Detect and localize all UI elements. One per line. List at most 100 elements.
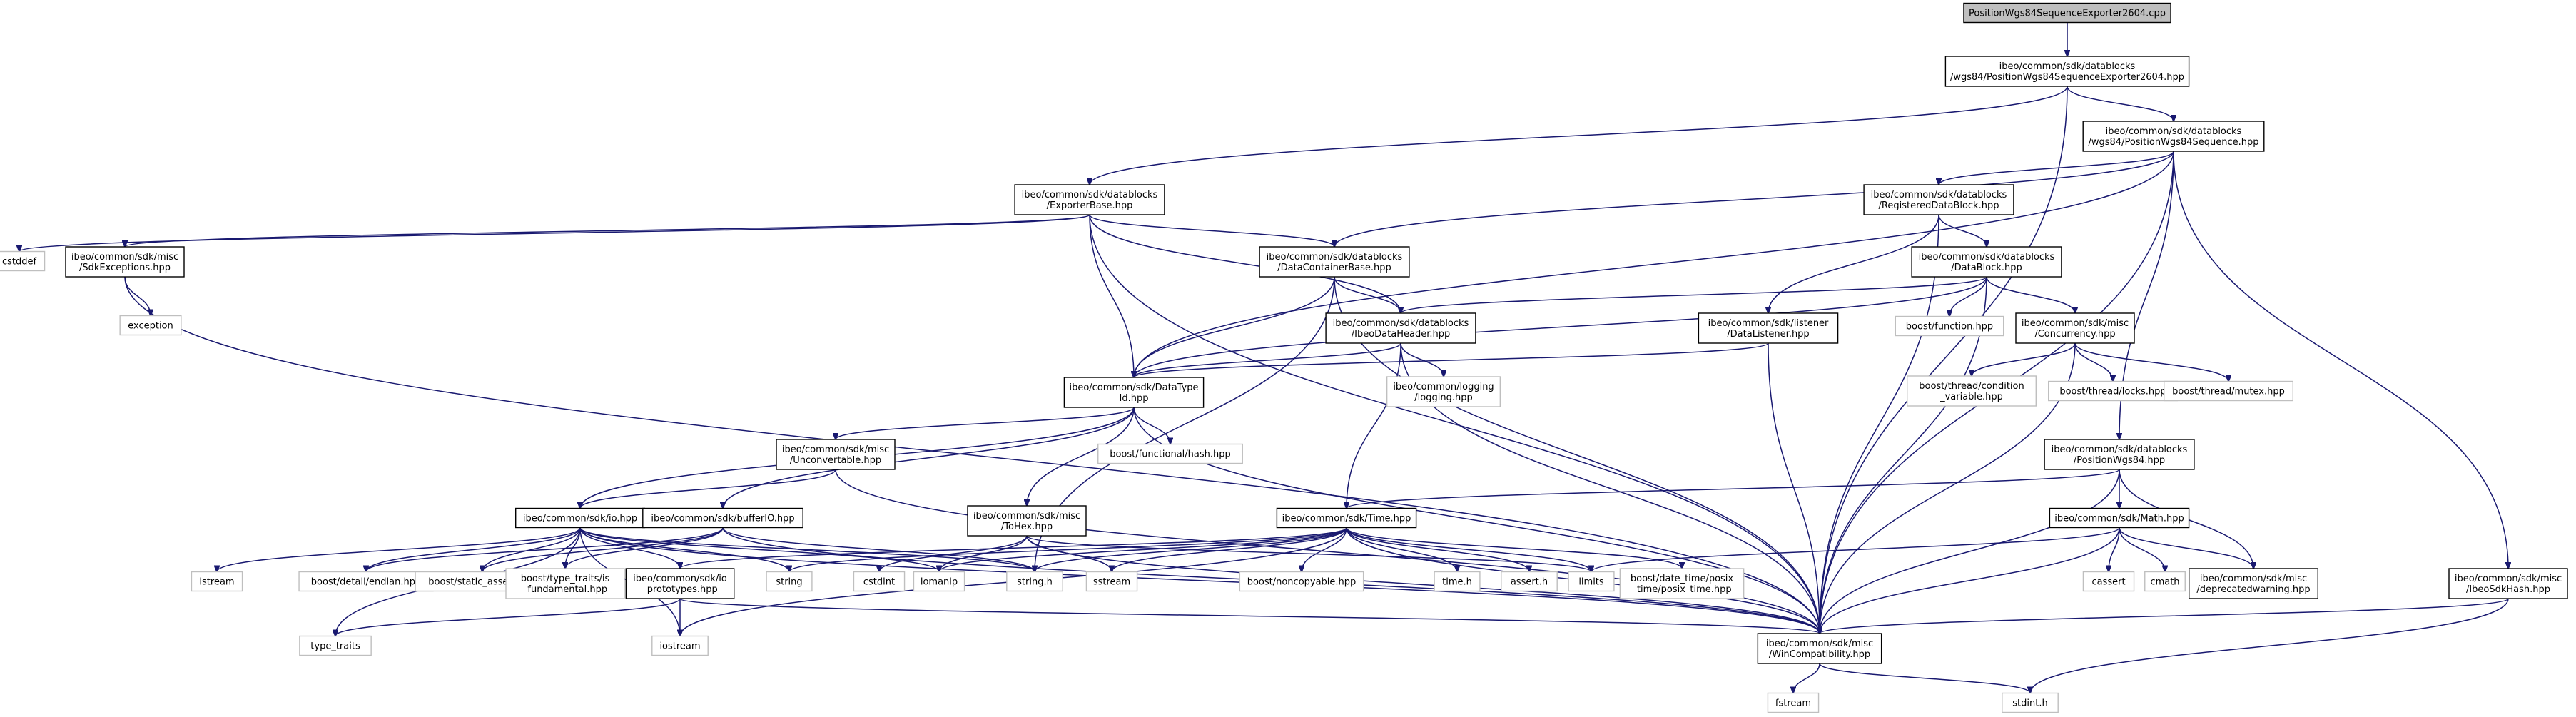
node-bmutex[interactable]: boost/thread/mutex.hpp xyxy=(2163,380,2293,402)
node-cassert[interactable]: cassert xyxy=(2082,571,2135,592)
node-bcondvar[interactable]: boost/thread/condition_variable.hpp xyxy=(1906,375,2037,407)
node-istream[interactable]: istream xyxy=(191,571,243,592)
node-root[interactable]: PositionWgs84SequenceExporter2604.cpp xyxy=(1963,2,2171,24)
node-label: ibeo/common/sdk/Time.hpp xyxy=(1282,514,1411,524)
node-time[interactable]: ibeo/common/sdk/Time.hpp xyxy=(1276,507,1417,529)
node-box xyxy=(776,439,896,470)
edge-seq-to-dcb xyxy=(1334,151,2174,247)
node-bdatetime[interactable]: boost/date_time/posix_time/posix_time.hp… xyxy=(1619,568,1745,599)
node-label: /Unconvertable.hpp xyxy=(790,455,881,466)
edge-time-to-stringh xyxy=(1035,527,1347,572)
node-exporterbase[interactable]: ibeo/common/sdk/datablocks/ExporterBase.… xyxy=(1014,184,1165,215)
node-label: boost/thread/locks.hpp xyxy=(2059,387,2166,397)
node-seq[interactable]: ibeo/common/sdk/datablocks/wgs84/Positio… xyxy=(2082,121,2265,152)
node-box xyxy=(1906,375,2037,407)
node-label: ibeo/common/sdk/misc xyxy=(1766,639,1873,649)
node-unconv[interactable]: ibeo/common/sdk/misc/Unconvertable.hpp xyxy=(776,439,896,470)
node-poswgs84[interactable]: ibeo/common/sdk/datablocks/PositionWgs84… xyxy=(2044,439,2195,470)
node-label: Id.hpp xyxy=(1120,393,1149,404)
node-datablock[interactable]: ibeo/common/sdk/datablocks/DataBlock.hpp xyxy=(1911,246,2062,278)
node-btraits[interactable]: boost/type_traits/is_fundamental.hpp xyxy=(505,568,625,599)
edge-bufferio-to-stringh xyxy=(722,527,1035,572)
node-deprecated[interactable]: ibeo/common/sdk/misc/deprecatedwarning.h… xyxy=(2188,568,2318,599)
node-tohex[interactable]: ibeo/common/sdk/misc/ToHex.hpp xyxy=(967,505,1087,537)
node-sdkexc[interactable]: ibeo/common/sdk/misc/SdkExceptions.hpp xyxy=(65,246,185,278)
node-label: ibeo/common/sdk/datablocks xyxy=(1919,252,2055,263)
node-bfhash[interactable]: boost/functional/hash.hpp xyxy=(1097,443,1243,464)
node-exception[interactable]: exception xyxy=(119,315,182,336)
edge-poswgs84-to-time xyxy=(1347,469,2120,509)
node-label: ibeo/common/sdk/misc xyxy=(782,444,889,455)
edge-datatypeid-to-bfhash xyxy=(1133,407,1170,444)
node-cstdint[interactable]: cstdint xyxy=(853,571,906,592)
node-blocks[interactable]: boost/thread/locks.hpp xyxy=(2047,380,2178,402)
edge-wincompat-to-stdinth xyxy=(1819,663,2030,693)
node-limits[interactable]: limits xyxy=(1568,571,1615,592)
node-label: /PositionWgs84.hpp xyxy=(2074,455,2165,466)
node-math[interactable]: ibeo/common/sdk/Math.hpp xyxy=(2049,507,2190,529)
node-box xyxy=(1325,312,1476,344)
node-timeh[interactable]: time.h xyxy=(1434,571,1481,592)
edge-sdkhash-to-wincompat xyxy=(1820,598,2509,634)
node-string[interactable]: string xyxy=(766,571,813,592)
node-fstream[interactable]: fstream xyxy=(1767,692,1820,713)
node-regdb[interactable]: ibeo/common/sdk/datablocks/RegisteredDat… xyxy=(1863,184,2014,215)
node-typetraits[interactable]: type_traits xyxy=(299,635,372,656)
node-box xyxy=(2163,380,2293,402)
node-iostream[interactable]: iostream xyxy=(651,635,709,656)
node-cstddef[interactable]: cstddef xyxy=(0,250,46,272)
edge-datablock-to-datatypeid xyxy=(1134,276,1987,377)
node-label: ibeo/common/sdk/datablocks xyxy=(1999,61,2136,72)
node-exporter2604[interactable]: ibeo/common/sdk/datablocks/wgs84/Positio… xyxy=(1944,56,2190,87)
node-sstream[interactable]: sstream xyxy=(1085,571,1138,592)
node-iomanip[interactable]: iomanip xyxy=(913,571,965,592)
edge-tohex-to-iomanip xyxy=(939,535,1028,572)
node-label: /Concurrency.hpp xyxy=(2034,329,2115,340)
edge-regdb-to-wincompat xyxy=(1820,214,1939,634)
node-sdkhash[interactable]: ibeo/common/sdk/misc/IbeoSdkHash.hpp xyxy=(2448,568,2568,599)
node-bnoncopy[interactable]: boost/noncopyable.hpp xyxy=(1239,571,1364,592)
node-label: /wgs84/PositionWgs84Sequence.hpp xyxy=(2089,137,2259,148)
node-concurrency[interactable]: ibeo/common/sdk/misc/Concurrency.hpp xyxy=(2015,312,2135,344)
node-box xyxy=(625,568,735,599)
edge-seq-to-sdkhash xyxy=(2173,151,2508,569)
node-cmath[interactable]: cmath xyxy=(2144,571,2186,592)
node-logging[interactable]: ibeo/common/logging/logging.hpp xyxy=(1386,376,1501,407)
edge-math-to-cmath xyxy=(2119,527,2165,572)
node-label: iostream xyxy=(659,641,700,652)
node-label: time.h xyxy=(1442,577,1472,588)
edge-exporter2604-to-wincompat xyxy=(1820,86,2068,634)
node-label: assert.h xyxy=(1511,577,1548,588)
node-listener[interactable]: ibeo/common/sdk/listener/DataListener.hp… xyxy=(1698,312,1839,344)
node-box xyxy=(651,635,709,656)
node-box xyxy=(119,315,182,336)
node-label: /WinCompatibility.hpp xyxy=(1769,649,1870,660)
node-label: ibeo/common/sdk/misc xyxy=(2022,318,2129,329)
node-ibeohdr[interactable]: ibeo/common/sdk/datablocks/IbeoDataHeade… xyxy=(1325,312,1476,344)
edge-tohex-to-limits xyxy=(1026,535,1591,572)
node-asserth[interactable]: assert.h xyxy=(1501,571,1558,592)
node-box xyxy=(2044,439,2195,470)
node-wincompat[interactable]: ibeo/common/sdk/misc/WinCompatibility.hp… xyxy=(1757,633,1882,664)
node-stringh[interactable]: string.h xyxy=(1006,571,1063,592)
node-io[interactable]: ibeo/common/sdk/io.hpp xyxy=(515,507,646,529)
node-label: /ToHex.hpp xyxy=(1001,522,1053,532)
edge-io-to-iomanip xyxy=(579,527,939,572)
node-label: ibeo/common/sdk/datablocks xyxy=(1333,318,1469,329)
node-label: /wgs84/PositionWgs84SequenceExporter2604… xyxy=(1950,72,2184,83)
node-bufferio[interactable]: ibeo/common/sdk/bufferIO.hpp xyxy=(642,507,803,529)
node-box xyxy=(2015,312,2135,344)
node-label: ibeo/common/sdk/datablocks xyxy=(1871,190,2007,200)
node-label: ibeo/common/sdk/io.hpp xyxy=(523,514,637,524)
edge-concurrency-to-blocks xyxy=(2074,342,2113,382)
edge-math-to-limits xyxy=(1591,527,2120,572)
node-stdinth[interactable]: stdint.h xyxy=(2002,692,2059,713)
node-ioproto[interactable]: ibeo/common/sdk/io_prototypes.hpp xyxy=(625,568,735,599)
node-bendian[interactable]: boost/detail/endian.hpp xyxy=(298,571,434,592)
edge-sdkhash-to-stdinth xyxy=(2030,598,2509,693)
node-box xyxy=(1259,246,1410,278)
node-bfunction[interactable]: boost/function.hpp xyxy=(1895,315,2004,337)
node-label: ibeo/common/sdk/misc xyxy=(2455,574,2562,584)
node-dcb[interactable]: ibeo/common/sdk/datablocks/DataContainer… xyxy=(1259,246,1410,278)
